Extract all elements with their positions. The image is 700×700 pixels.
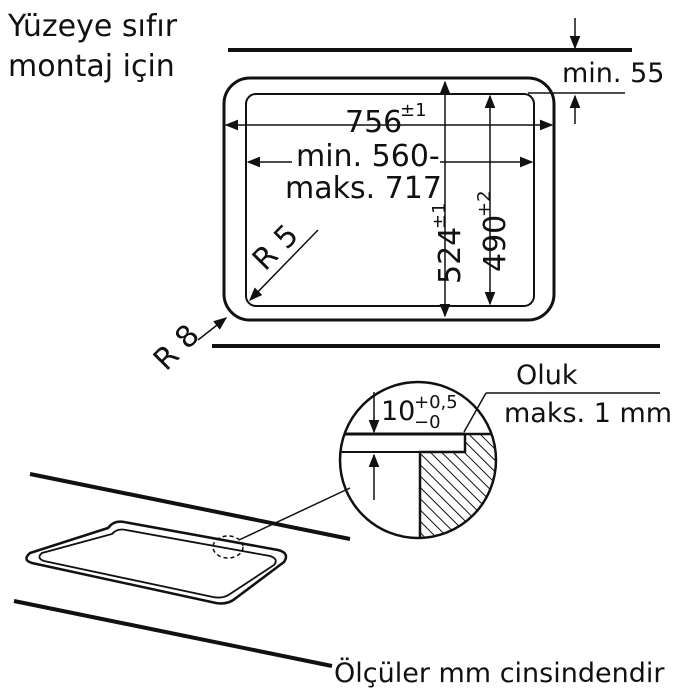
groove-depth-tol-plus: +0,5 xyxy=(414,392,458,413)
depth-inner-tolerance: +2 xyxy=(474,190,495,217)
perspective-countertop-back-edge xyxy=(29,472,351,541)
groove-max-label: maks. 1 mm xyxy=(504,398,672,429)
cutout-inner-outline xyxy=(245,93,535,307)
min-gap-label: min. 55 xyxy=(562,58,664,89)
groove-detail: 10 +0,5 −0 xyxy=(338,380,498,540)
width-tolerance: ±1 xyxy=(400,100,427,121)
groove-leader-line xyxy=(463,392,487,433)
depth-inner-value: 490 xyxy=(478,215,513,272)
groove-label: Oluk xyxy=(516,360,578,391)
depth-outer-tolerance: ±1 xyxy=(429,202,450,229)
groove-depth-tol-minus: −0 xyxy=(414,412,441,433)
perspective-hob-outer xyxy=(25,520,288,605)
title-line-2: montaj için xyxy=(8,49,175,84)
detail-connector-line xyxy=(238,487,351,541)
radius-inner-label: R 5 xyxy=(246,218,306,278)
detail-indicator-ellipse xyxy=(212,535,244,559)
cutout-outer-outline xyxy=(222,76,556,322)
range-line-1: min. 560- xyxy=(296,139,440,174)
radius-outer-label: R 8 xyxy=(147,318,207,378)
perspective-countertop-front-edge xyxy=(13,599,333,668)
radius-inner-arrow xyxy=(249,229,319,301)
range-line-2: maks. 717 xyxy=(285,171,442,206)
title-line-1: Yüzeye sıfır xyxy=(7,9,178,44)
groove-depth-value: 10 xyxy=(381,396,415,427)
units-note: Ölçüler mm cinsindendir xyxy=(334,657,665,689)
width-value: 756 xyxy=(345,105,402,140)
radius-outer-arrow xyxy=(197,317,228,341)
perspective-hob-inner xyxy=(38,528,277,599)
depth-outer-value: 524 xyxy=(433,227,468,284)
